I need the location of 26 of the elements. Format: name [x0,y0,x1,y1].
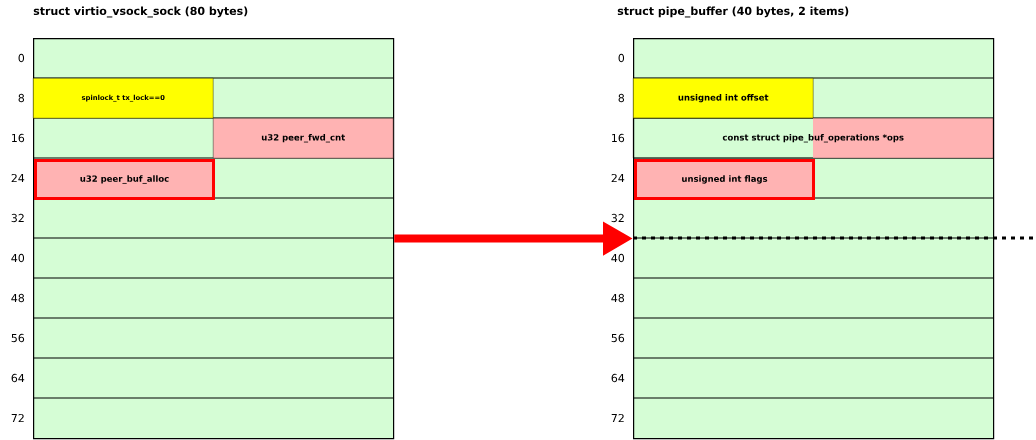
offset-label: 0 [18,53,25,63]
offset-label: 16 [612,133,625,143]
node-label: struct virtio_vsock_sock (80 bytes) [33,6,248,18]
offset-label: 40 [611,253,625,263]
field-cell: const struct pipe_buf_operations *ops [633,118,994,159]
offset-label: 56 [11,333,25,343]
offset-label: 64 [11,373,25,383]
offset-label: 56 [611,333,625,343]
offset-label: 72 [611,413,624,423]
field-cell: unsigned int offset [633,78,814,119]
offset-label: 48 [11,293,25,303]
offset-label: 24 [611,173,625,183]
node-label: struct pipe_buffer (40 bytes, 2 items) [617,6,849,18]
field-cell: u32 peer_buf_alloc [34,159,215,200]
offset-label: 40 [11,253,25,263]
offset-label: 32 [11,213,24,223]
offset-label: 48 [611,293,625,303]
field-cell: u32 peer_fwd_cnt [213,118,394,159]
offset-label: 24 [11,173,25,183]
offset-label: 64 [611,373,625,383]
field-cell: unsigned int flags [634,159,815,200]
offset-label: 8 [618,93,625,103]
offset-label: 32 [611,213,624,223]
offset-label: 0 [618,53,625,63]
offset-label: 72 [11,413,24,423]
offset-label: 16 [12,133,25,143]
